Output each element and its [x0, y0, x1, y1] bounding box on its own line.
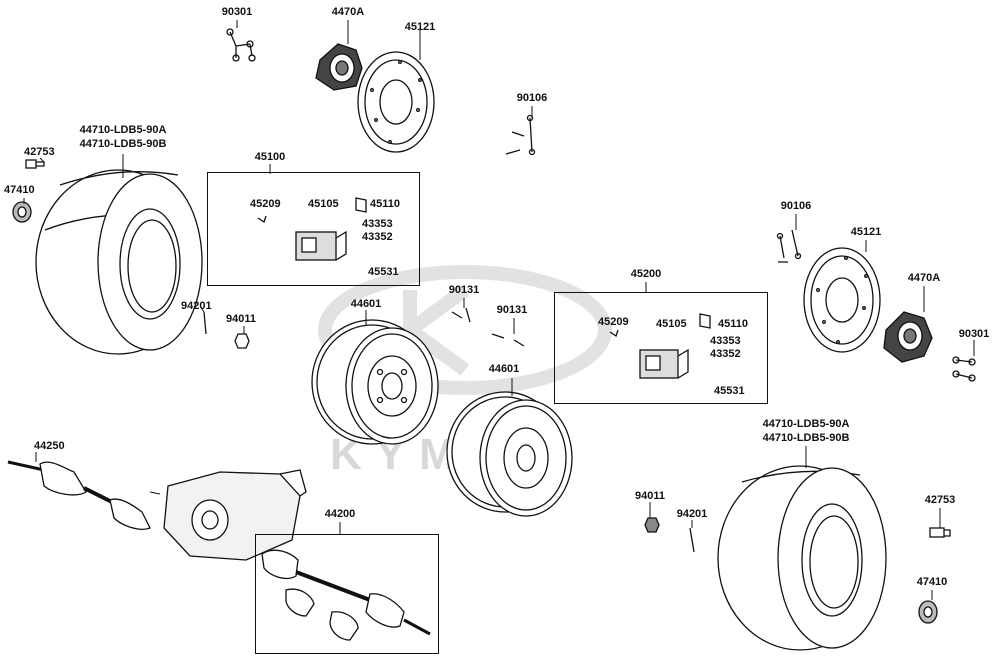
rim-left-icon	[311, 319, 439, 445]
caliper-left-icon	[295, 230, 347, 261]
caliper-right-icon	[639, 348, 689, 379]
part-label-94011-right: 94011	[635, 490, 665, 502]
valve-stem-left-icon	[25, 159, 45, 169]
caliper-assembly-box-right	[554, 292, 768, 404]
caliper-bolts-icon	[451, 307, 525, 347]
castle-nut-left-icon	[234, 333, 250, 349]
clip-right-icon	[609, 329, 619, 338]
part-label-45531-left: 45531	[368, 266, 399, 278]
part-label-45121-top: 45121	[404, 21, 436, 33]
drive-shaft-box	[255, 534, 439, 654]
part-label-4470a-top: 4470A	[331, 6, 365, 18]
nut-set-top-icon	[226, 28, 256, 62]
caliper-assembly-box-left	[207, 172, 420, 286]
part-label-43352-right: 43352	[710, 348, 741, 360]
hub-right-icon	[883, 311, 933, 363]
part-label-90106-top: 90106	[516, 92, 548, 104]
clip-left-icon	[257, 215, 267, 224]
part-label-45100: 45100	[254, 151, 286, 163]
wheel-nut-left-icon	[12, 201, 32, 223]
part-label-45121-right: 45121	[850, 226, 882, 238]
wheel-nut-right-icon	[918, 600, 938, 624]
part-label-43353-right: 43353	[710, 335, 741, 347]
part-label-45110-left: 45110	[370, 198, 400, 210]
pad-spring-right-icon	[699, 313, 711, 329]
part-label-94011-left: 94011	[226, 313, 256, 325]
part-label-4470a-right: 4470A	[907, 272, 941, 284]
part-label-45200: 45200	[630, 268, 662, 280]
part-label-44200: 44200	[324, 508, 356, 520]
part-label-45209-right: 45209	[598, 316, 629, 328]
tire-left-icon	[35, 169, 203, 355]
part-label-45105-left: 45105	[308, 198, 339, 210]
part-label-90106-right: 90106	[780, 200, 812, 212]
pad-spring-left-icon	[355, 197, 367, 213]
bolt-set-top-icon	[505, 114, 536, 156]
part-label-44250: 44250	[34, 440, 65, 452]
bolt-set-right-icon	[776, 229, 802, 263]
part-label-42753-left: 42753	[24, 146, 55, 158]
part-label-43352-left: 43352	[362, 231, 393, 243]
part-label-45209-left: 45209	[250, 198, 281, 210]
part-label-42753-right: 42753	[924, 494, 956, 506]
part-label-45531-right: 45531	[714, 385, 745, 397]
part-label-45105-right: 45105	[656, 318, 687, 330]
part-label-90131-a: 90131	[448, 284, 480, 296]
cotter-pin-left-icon	[203, 311, 207, 335]
drive-shaft-left-icon	[7, 460, 151, 530]
brake-disc-right-icon	[803, 247, 881, 353]
drive-shaft-right-icon	[261, 549, 431, 641]
part-label-47410-right: 47410	[916, 576, 948, 588]
rim-right-icon	[446, 391, 573, 517]
part-label-90301-top: 90301	[221, 6, 253, 18]
part-label-tire-left-b: 44710-LDB5-90B	[79, 138, 167, 150]
part-label-43353-left: 43353	[362, 218, 393, 230]
part-label-tire-right-b: 44710-LDB5-90B	[762, 432, 850, 444]
valve-stem-right-icon	[929, 527, 951, 538]
part-label-45110-right: 45110	[718, 318, 748, 330]
part-label-47410-left: 47410	[4, 184, 35, 196]
hub-top-icon	[315, 43, 363, 91]
part-label-44601-left: 44601	[350, 298, 382, 310]
cotter-pin-right-icon	[689, 527, 695, 553]
part-label-94201-right: 94201	[676, 508, 708, 520]
part-label-94201-left: 94201	[181, 300, 212, 312]
differential-icon	[149, 469, 307, 561]
nut-set-right-icon	[952, 356, 976, 382]
part-label-tire-right-a: 44710-LDB5-90A	[762, 418, 850, 430]
leader-lines	[23, 20, 975, 600]
castle-nut-right-icon	[644, 517, 660, 533]
tire-right-icon	[717, 465, 887, 651]
part-label-44601-right: 44601	[488, 363, 520, 375]
part-label-90131-b: 90131	[496, 304, 528, 316]
part-label-tire-left-a: 44710-LDB5-90A	[79, 124, 167, 136]
brake-disc-top-icon	[357, 51, 435, 153]
part-label-90301-right: 90301	[958, 328, 990, 340]
